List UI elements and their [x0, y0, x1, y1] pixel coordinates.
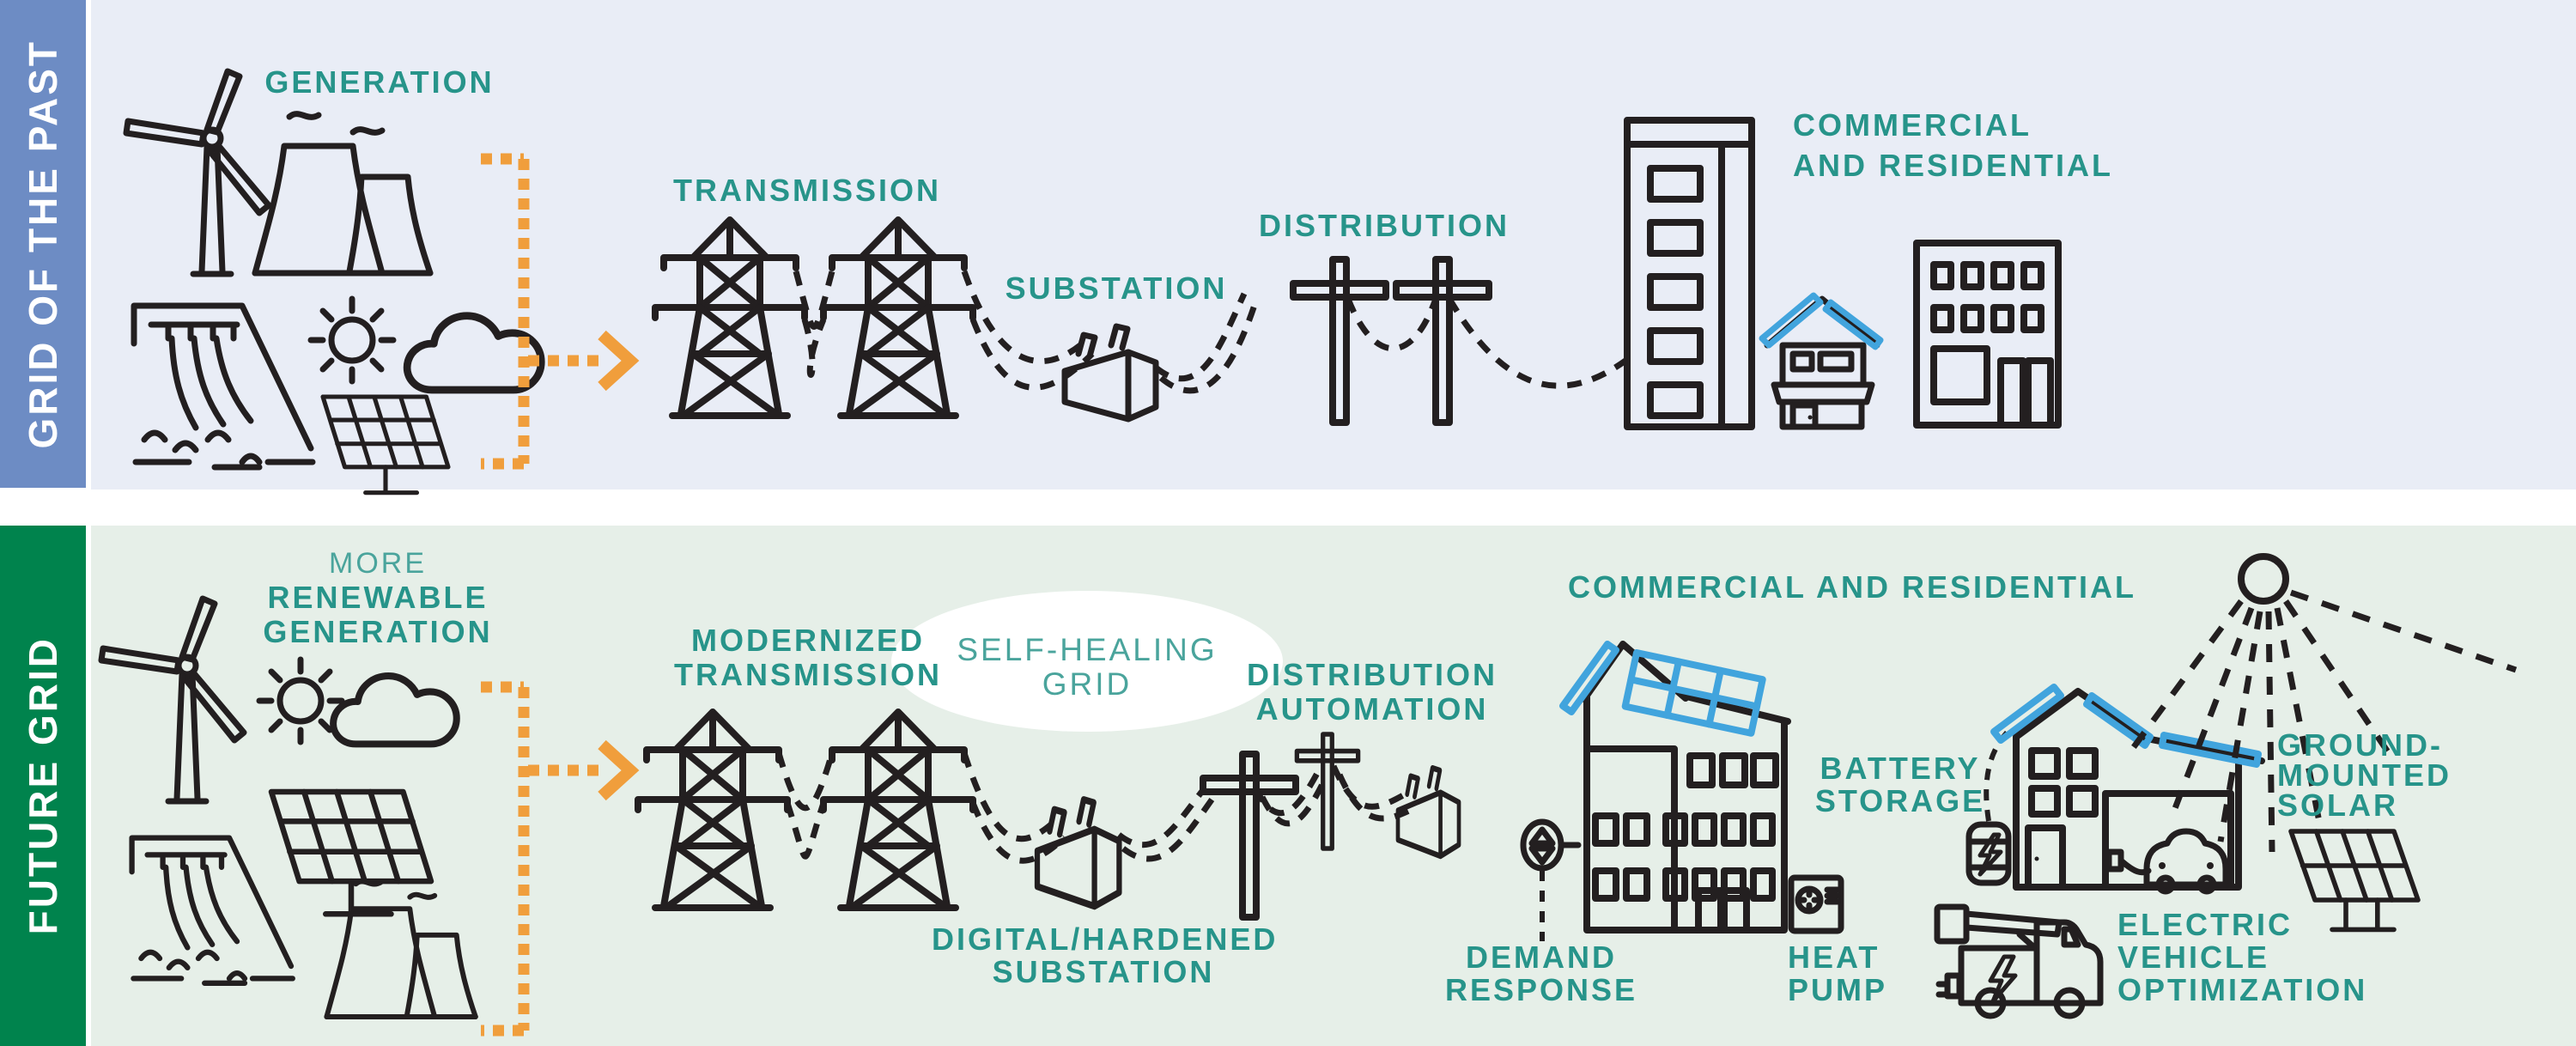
- distribution-line: DISTRIBUTION: [1247, 657, 1498, 692]
- ground-line: GROUND-: [2277, 727, 2443, 763]
- grid-line: GRID: [1042, 666, 1133, 702]
- house-icon: [1759, 292, 1884, 430]
- ev-car-icon: [2105, 828, 2229, 895]
- substation-label: SUBSTATION: [983, 271, 1249, 306]
- sun-icon: [311, 299, 393, 381]
- solar-panel-icon: [271, 792, 431, 914]
- more-line: MORE: [329, 547, 427, 580]
- optimization-line: OPTIMIZATION: [2117, 972, 2368, 1007]
- future-grid-sidebar: FUTURE GRID: [0, 526, 86, 1046]
- substation-icon: [1065, 326, 1156, 419]
- generation-line: GENERATION: [263, 614, 493, 649]
- transmission-line: TRANSMISSION: [673, 657, 942, 692]
- digital-hardened-line: DIGITAL/HARDENED: [932, 921, 1279, 957]
- past-generation-icons: [126, 71, 541, 493]
- battery-storage-label: BATTERY STORAGE: [1793, 752, 2008, 818]
- modernized-line: MODERNIZED: [691, 623, 925, 658]
- transmission-tower-icon: [655, 220, 805, 416]
- distribution-label: DISTRIBUTION: [1247, 209, 1522, 243]
- substation-line: SUBSTATION: [992, 954, 1215, 989]
- bucket-truck-icon: [1934, 903, 2104, 1019]
- digital-hardened-substation-label: DIGITAL/HARDENED SUBSTATION: [932, 923, 1275, 988]
- hydro-dam-icon: [132, 838, 293, 983]
- commercial-and-residential-label: COMMERCIAL AND RESIDENTIAL: [1568, 570, 2136, 605]
- commercial-and-residential-text: COMMERCIAL AND RESIDENTIAL: [1568, 569, 2136, 605]
- vehicle-line: VEHICLE: [2117, 940, 2270, 975]
- flow-arrow-future: [528, 739, 640, 801]
- flow-bracket-future: [481, 681, 530, 1037]
- distribution-automation-label: DISTRIBUTION AUTOMATION: [1236, 658, 1508, 727]
- past-grid-sidebar: GRID OF THE PAST: [0, 0, 86, 488]
- demand-response-label: DEMAND RESPONSE: [1425, 941, 1657, 1006]
- heat-line: HEAT: [1788, 940, 1880, 975]
- self-healing-grid-bubble: [891, 591, 1283, 732]
- electric-vehicle-optimization-label: ELECTRIC VEHICLE OPTIMIZATION: [2117, 909, 2367, 1006]
- ground-mounted-solar-label: GROUND- MOUNTED SOLAR: [2277, 727, 2451, 823]
- utility-pole-icon: [1203, 754, 1296, 917]
- rooftop-solar-icon: [1990, 684, 2262, 768]
- demand-line: DEMAND: [1466, 940, 1617, 975]
- sun-icon: [259, 660, 342, 742]
- generation-label: GENERATION: [251, 65, 508, 100]
- pump-line: PUMP: [1788, 972, 1888, 1007]
- distribution-label-text: DISTRIBUTION: [1259, 208, 1510, 243]
- wind-turbine-icon: [101, 599, 244, 801]
- utility-pole-icon: [1293, 259, 1386, 423]
- nuclear-cooling-towers-icon: [255, 114, 430, 273]
- heat-pump-icon: [1788, 874, 1844, 934]
- heat-pump-label: HEAT PUMP: [1788, 941, 1887, 1006]
- self-healing-line: SELF-HEALING: [957, 632, 1218, 667]
- demand-response-meter-icon: [1520, 818, 1582, 941]
- battery-line: BATTERY: [1820, 751, 1981, 786]
- commercial-building-icon: [1559, 641, 1791, 933]
- office-building-icon: [1624, 117, 1755, 430]
- wind-turbine-icon: [126, 71, 269, 274]
- substation-label-text: SUBSTATION: [1005, 271, 1228, 306]
- sun-with-rays-icon: [2123, 553, 2518, 853]
- future-power-lines: [775, 751, 1414, 864]
- electric-line: ELECTRIC: [2117, 907, 2293, 942]
- storage-line: STORAGE: [1814, 783, 1986, 818]
- solar-panel-icon: [323, 397, 448, 493]
- future-generation-icons: [101, 599, 476, 1017]
- hydro-dam-icon: [134, 306, 313, 467]
- transmission-tower-icon: [823, 220, 973, 416]
- transmission-tower-icon: [823, 712, 973, 908]
- more-renewable-generation-label: MORE RENEWABLE GENERATION: [232, 546, 524, 649]
- commercial-residential-line2: AND RESIDENTIAL: [1793, 148, 2114, 183]
- cloud-icon: [333, 676, 457, 744]
- self-healing-grid-label: SELF-HEALING GRID: [894, 633, 1280, 702]
- transmission-label-text: TRANSMISSION: [672, 173, 941, 208]
- flow-bracket-past: [481, 153, 530, 470]
- rooftop-solar-icon: [1559, 641, 1766, 737]
- generation-label-text: GENERATION: [264, 64, 495, 100]
- transmission-tower-icon: [638, 712, 787, 908]
- transmission-label: TRANSMISSION: [670, 173, 945, 208]
- flow-arrow-past: [528, 330, 640, 392]
- response-line: RESPONSE: [1444, 972, 1638, 1007]
- automation-line: AUTOMATION: [1255, 691, 1489, 727]
- residential-house-icon: [1990, 684, 2265, 891]
- modernized-transmission-label: MODERNIZED TRANSMISSION: [658, 623, 958, 692]
- commercial-residential-line1: COMMERCIAL: [1793, 107, 2032, 143]
- apartment-building-icon: [1913, 240, 2062, 429]
- renewable-line: RENEWABLE: [267, 580, 489, 615]
- commercial-residential-label: COMMERCIAL AND RESIDENTIAL: [1793, 105, 2113, 185]
- past-power-lines: [793, 270, 1628, 394]
- solar-line: SOLAR: [2277, 788, 2398, 823]
- mounted-line: MOUNTED: [2277, 757, 2451, 793]
